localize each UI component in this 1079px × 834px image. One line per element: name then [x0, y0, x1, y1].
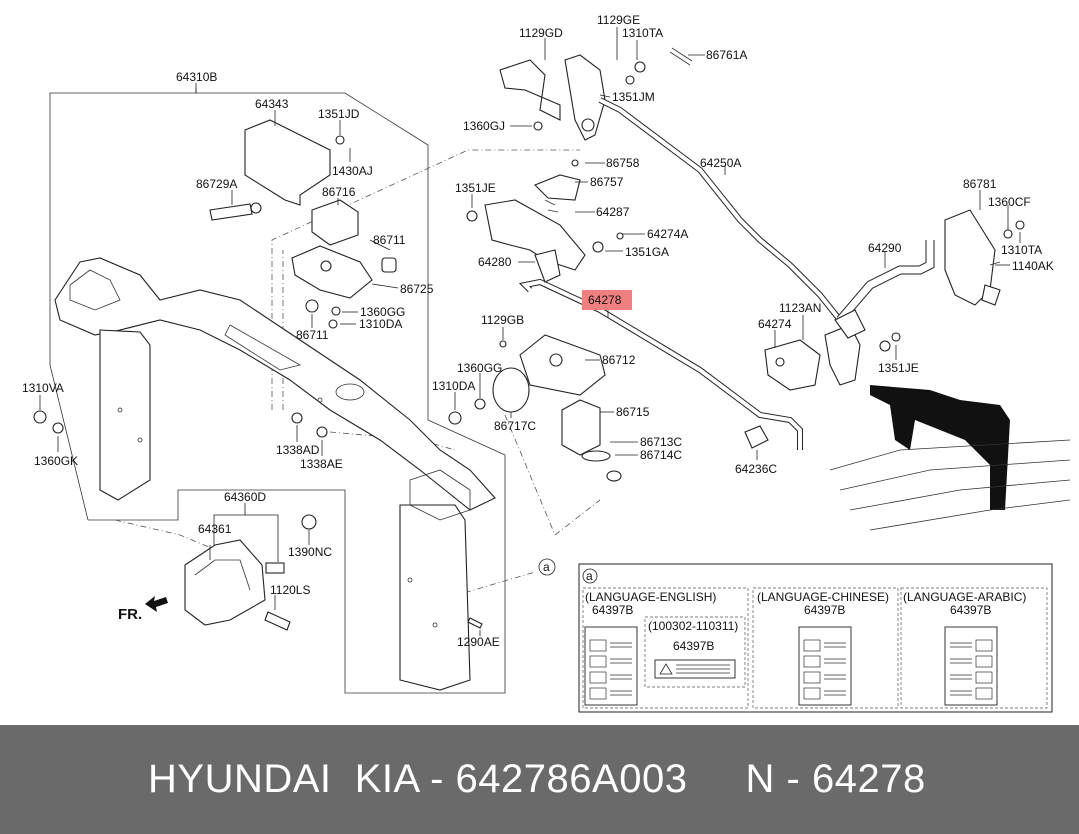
label-1360GK: 1360GK [34, 454, 78, 468]
front-arrow [145, 596, 168, 612]
inset-marker-circle [582, 568, 598, 584]
label-64343: 64343 [255, 97, 289, 111]
callout-a-label: a [543, 560, 550, 574]
label-86713C: 86713C [640, 435, 682, 449]
label-86715: 86715 [616, 405, 650, 419]
rod-64278 [518, 278, 803, 450]
label-64290: 64290 [868, 241, 902, 255]
callout-a-circle [538, 558, 556, 576]
label-86757: 86757 [590, 175, 624, 189]
boundary-64310B-right [196, 92, 506, 490]
label-64287: 64287 [596, 205, 630, 219]
inset-english-part: 64397B [592, 603, 633, 617]
label-64236C: 64236C [735, 462, 777, 476]
bracket-64360D [184, 514, 483, 631]
label-1129GE: 1129GE [597, 13, 640, 27]
parts-diagram: 64310B 64343 1351JD 1430AJ 86729A 86716 … [22, 13, 1071, 713]
label-64278: 64278 [588, 293, 622, 307]
label-1129GD: 1129GD [519, 26, 563, 40]
front-arrow-icon [145, 596, 168, 612]
label-1120LS: 1120LS [270, 583, 310, 597]
label-64360D: 64360D [224, 490, 266, 504]
label-1360GG-upper: 1360GG [360, 305, 405, 319]
diagram-canvas: 64310B 64343 1351JD 1430AJ 86729A 86716 … [22, 13, 1071, 713]
mount-group [33, 119, 462, 438]
label-1123AN: 1123AN [779, 301, 821, 315]
label-1310TA-right: 1310TA [1001, 243, 1042, 257]
inset-arabic-part: 64397B [950, 603, 991, 617]
label-1310TA-top: 1310TA [622, 26, 663, 40]
label-64280: 64280 [478, 255, 512, 269]
label-1338AE: 1338AE [300, 457, 343, 471]
label-86711-lower: 86711 [296, 328, 329, 342]
label-1351GA: 1351GA [625, 245, 669, 259]
label-64274: 64274 [758, 317, 792, 331]
leader-lines [39, 27, 1021, 636]
label-86711-upper: 86711 [373, 233, 406, 247]
label-front: FR. [118, 606, 142, 623]
label-64310B: 64310B [176, 70, 217, 84]
footer-bar: HYUNDAI KIA - 642786A003 N - 64278 [0, 725, 1079, 834]
label-1360GJ: 1360GJ [463, 119, 505, 133]
inset-marker: a [586, 569, 593, 583]
label-1338AD: 1338AD [276, 443, 320, 457]
label-1351JE-lower: 1351JE [878, 361, 919, 375]
label-86714C: 86714C [640, 448, 682, 462]
label-1360GG-lower: 1360GG [457, 361, 502, 375]
label-86761A: 86761A [706, 48, 747, 62]
label-86717C: 86717C [494, 419, 536, 433]
label-sheet-period [654, 659, 736, 679]
label-1390NC: 1390NC [288, 545, 332, 559]
label-1290AE: 1290AE [457, 635, 500, 649]
inset-chinese-title: (LANGUAGE-CHINESE) [757, 590, 889, 604]
footer-part-number: HYUNDAI KIA - 642786A003 N - 64278 [148, 757, 926, 801]
label-1351JD: 1351JD [318, 107, 360, 121]
label-1129GB: 1129GB [481, 313, 524, 327]
label-64361: 64361 [198, 522, 232, 536]
label-1140AK: 1140AK [1012, 259, 1054, 273]
inset-period-part: 64397B [673, 639, 714, 653]
dash-line-bracket [114, 519, 241, 561]
label-1351JE-upper: 1351JE [455, 181, 496, 195]
dash-line-bolt [329, 431, 456, 451]
inset-period: (100302-110311) [648, 619, 738, 633]
label-sheet-english [584, 626, 638, 706]
label-86781: 86781 [963, 177, 997, 191]
label-sheet-arabic [944, 626, 998, 706]
label-1430AJ: 1430AJ [332, 164, 373, 178]
label-86716: 86716 [322, 185, 356, 199]
inset-arabic-title: (LANGUAGE-ARABIC) [903, 590, 1026, 604]
label-86758: 86758 [606, 156, 640, 170]
middle-brackets [466, 159, 624, 283]
label-64250A: 64250A [700, 156, 741, 170]
label-1310DA-lower: 1310DA [432, 379, 475, 393]
group-boundaries [49, 88, 601, 694]
boundary-bottom-box [88, 489, 506, 694]
rod-64250A [598, 97, 843, 322]
rear-structure [829, 385, 1071, 531]
dash-line-upper [271, 149, 580, 410]
label-1310VA: 1310VA [22, 381, 64, 395]
label-1360CF: 1360CF [988, 195, 1031, 209]
dash-line-mid [504, 414, 601, 536]
right-mechanism [744, 209, 1025, 449]
label-64274A: 64274A [647, 227, 688, 241]
label-sheet-chinese [798, 626, 852, 706]
highlight-64278 [582, 290, 632, 310]
lower-mount [474, 334, 622, 482]
label-86729A: 86729A [196, 177, 237, 191]
label-86725: 86725 [400, 282, 434, 296]
rear-bracket-silhouette [870, 385, 1010, 510]
inset-english-title: (LANGUAGE-ENGLISH) [585, 590, 716, 604]
label-1351JM: 1351JM [612, 90, 655, 104]
part-labels: 64310B 64343 1351JD 1430AJ 86729A 86716 … [22, 13, 1054, 649]
inset-chinese-part: 64397B [804, 603, 845, 617]
frame-64310B [54, 257, 496, 691]
lever-top-group [499, 47, 693, 141]
inset-box: a (LANGUAGE-ENGLISH) 64397B (LANGUAGE-CH… [578, 563, 1053, 713]
label-1310DA-upper: 1310DA [359, 317, 402, 331]
label-86712: 86712 [602, 353, 636, 367]
